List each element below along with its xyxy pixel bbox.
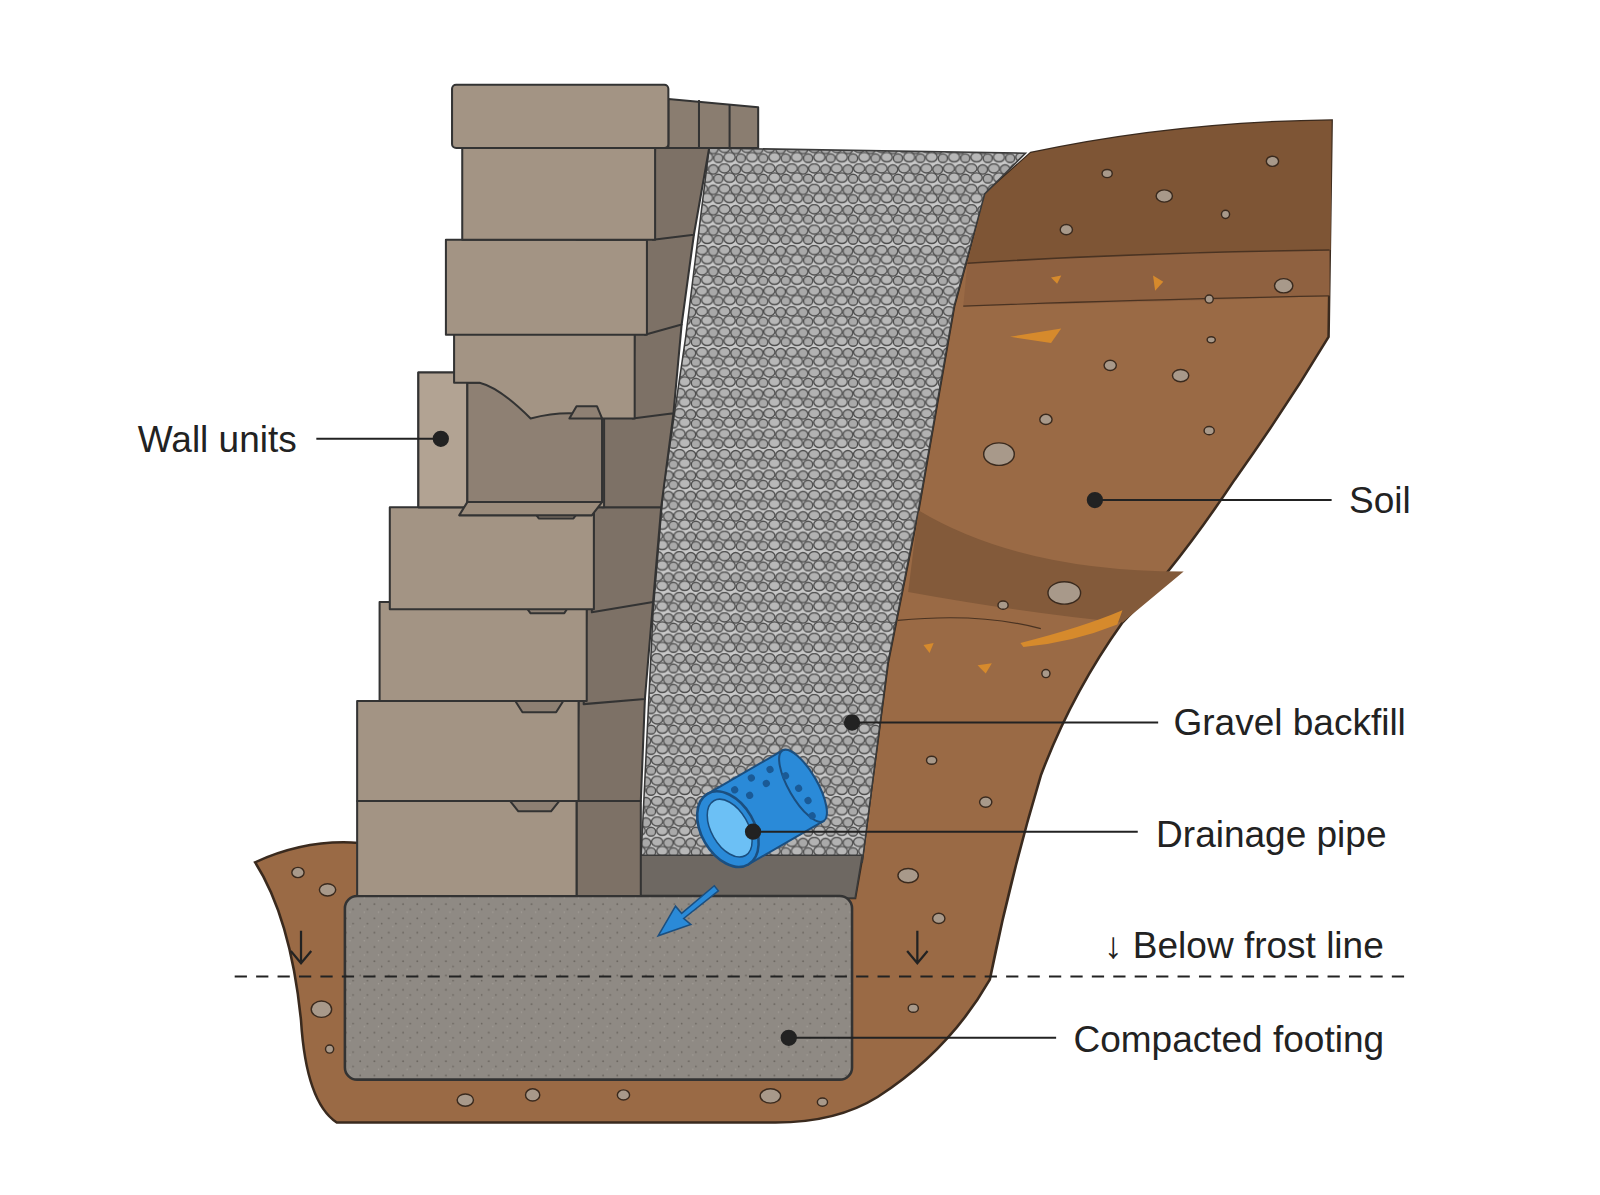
wall-blocks (357, 85, 758, 896)
callout-label: Drainage pipe (1156, 815, 1386, 852)
gravel-backfill (641, 148, 1026, 862)
frost-arrows (291, 931, 928, 964)
soil-mass (255, 120, 1332, 1122)
flow-arrow (658, 886, 718, 936)
frost-line (235, 976, 1408, 978)
callout-label: Soil (1349, 482, 1411, 519)
callout-label: Wall units (138, 420, 297, 457)
drainage-pipe (685, 743, 836, 877)
callout-label: ↓ Below frost line (1104, 926, 1384, 963)
compacted-footing (345, 896, 852, 1080)
callout-label: Gravel backfill (1173, 704, 1405, 741)
callout-label: Compacted footing (1073, 1020, 1384, 1057)
